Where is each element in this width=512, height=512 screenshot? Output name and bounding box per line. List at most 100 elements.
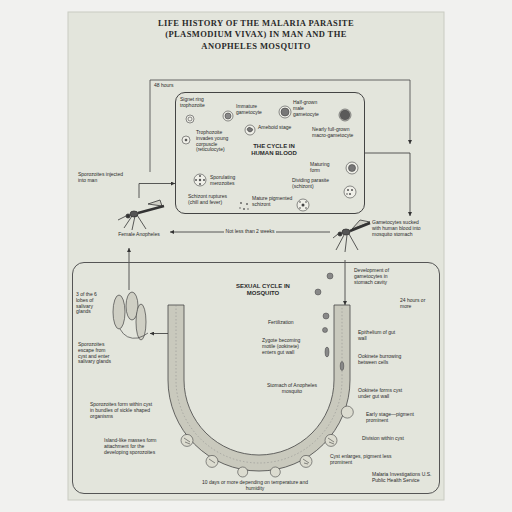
mosquito-thorax xyxy=(342,229,350,235)
node-text: Female Anopheles xyxy=(110,232,168,238)
stomach-figure: Stomach of Anopheles mosquito xyxy=(168,305,350,476)
merozoite xyxy=(246,203,248,205)
merozoite xyxy=(305,207,307,209)
gametocyte xyxy=(315,289,321,295)
mosquito-figure: Female Anopheles xyxy=(108,198,170,248)
annotation-label: Trophozoite invades young corpuscle (ret… xyxy=(196,130,236,153)
merozoite xyxy=(203,179,205,181)
trophozoite xyxy=(185,139,187,141)
schizont xyxy=(346,189,353,195)
mosquito-proboscis xyxy=(333,234,338,238)
mosquito-abdomen xyxy=(138,206,164,213)
annotation-label: Ameboid stage xyxy=(258,125,298,131)
merozoite xyxy=(199,183,201,185)
annotation-label: Zygote becoming motile (ookinete) enters… xyxy=(262,338,314,355)
mosquito-drawing xyxy=(333,220,370,252)
sporulating-rosette xyxy=(195,175,205,185)
gametocyte xyxy=(281,108,289,116)
cycle-region: SEXUAL CYCLE IN MOSQUITO3 of the 6 lobes… xyxy=(72,262,440,494)
oocyst xyxy=(300,455,312,467)
blood-cell xyxy=(279,106,291,118)
blood-cell xyxy=(245,125,255,135)
annotation-label: Epithelium of gut wall xyxy=(358,330,404,342)
annotation-label: Ookinete forms cyst under gut wall xyxy=(358,388,414,400)
annotation-label: Dividing parasite (schizont) xyxy=(292,178,338,190)
mosquito-proboscis xyxy=(118,216,126,220)
cycle-loop-line xyxy=(150,80,410,172)
mosquito-figure: Gametocytes sucked with human blood into… xyxy=(330,216,430,260)
annotation-label: Maturing form xyxy=(310,162,340,174)
gametocyte xyxy=(327,273,333,279)
annotation-label: 24 hours or more xyxy=(400,298,434,310)
annotation-label: Half-grown male gametocyte xyxy=(293,100,327,117)
node-text: Gametocytes sucked with human blood into… xyxy=(372,220,428,237)
ring-form xyxy=(188,117,192,121)
mosquito-head xyxy=(338,232,342,236)
annotation-label: Sporozoites escape from cyst and enter s… xyxy=(78,342,112,365)
cycle-arrow xyxy=(129,248,130,290)
annotation-label: 48 hours xyxy=(154,83,184,89)
node-text: 3 of the 6 lobes of salivary glands xyxy=(76,292,108,315)
annotation-label: Early stage—pigment prominent xyxy=(366,412,422,424)
pigmented-schizont xyxy=(299,201,307,209)
merozoite xyxy=(299,201,301,203)
annotation-label: Island-like masses form attachment for t… xyxy=(104,438,168,455)
blood-cell xyxy=(186,115,194,123)
nucleus xyxy=(346,193,348,195)
sporozoite-bundles xyxy=(184,438,334,464)
ameboid-form xyxy=(247,127,253,132)
salivary-glands xyxy=(113,292,148,340)
pigment xyxy=(199,179,201,181)
blood-cell xyxy=(344,186,356,198)
annotation-label: Sporozoites form within cyst in bundles … xyxy=(90,402,156,419)
nucleus xyxy=(349,193,351,195)
merozoite xyxy=(195,179,197,181)
annotation-label: Nearly full-grown macro-gametocyte xyxy=(312,127,358,139)
poster-sheet xyxy=(68,12,444,500)
gland-duct xyxy=(120,329,148,338)
gland-lobe xyxy=(136,304,146,340)
blood-cell xyxy=(297,199,309,211)
gametocyte xyxy=(340,110,350,120)
mosquito-wing xyxy=(148,200,162,206)
annotation-label: Mature pigmented schizont xyxy=(252,196,296,208)
cycle-arrow xyxy=(345,260,346,305)
mosquito-head xyxy=(126,214,130,218)
annotation-label: Ookinete burrowing between cells xyxy=(358,354,410,366)
annotation-label: Sporulating merozoites xyxy=(210,175,250,187)
blood-cell xyxy=(339,109,351,121)
pigment xyxy=(302,204,305,207)
cycle-arrow xyxy=(150,333,168,334)
annotation-label: Division within cyst xyxy=(362,436,422,442)
oocyst xyxy=(270,467,280,477)
mosquito-abdomen xyxy=(350,223,370,231)
gametocyte xyxy=(323,313,329,319)
oocyst xyxy=(181,434,193,446)
node-text: Stomach of Anopheles mosquito xyxy=(264,383,320,395)
nucleus xyxy=(351,189,353,191)
annotation-label: Immature gametocyte xyxy=(236,104,270,116)
cycle-arrow xyxy=(139,184,175,199)
nucleus xyxy=(347,189,349,191)
gametocytes-in-stomach xyxy=(315,273,344,371)
maturing-form xyxy=(349,165,356,172)
blood-cell xyxy=(182,136,190,144)
merozoite xyxy=(247,208,249,210)
blood-cell xyxy=(223,111,233,121)
gut-epithelium xyxy=(176,305,342,463)
annotation-label: Fertilization xyxy=(268,320,310,326)
annotation-label: Schizont ruptures (chill and fever) xyxy=(188,194,234,206)
stomach-wall xyxy=(168,305,350,471)
mosquito-legs xyxy=(124,215,146,230)
oocyst xyxy=(325,434,337,446)
merozoite xyxy=(305,201,307,203)
mosquito-legs xyxy=(336,234,358,252)
edge-label: Not less than 2 weeks xyxy=(224,229,277,235)
blood-cell xyxy=(346,162,358,174)
annotation-label: 10 days or more depending on temperature… xyxy=(195,480,315,492)
blood-cell xyxy=(194,174,206,186)
ruptured-schizont xyxy=(239,202,249,210)
